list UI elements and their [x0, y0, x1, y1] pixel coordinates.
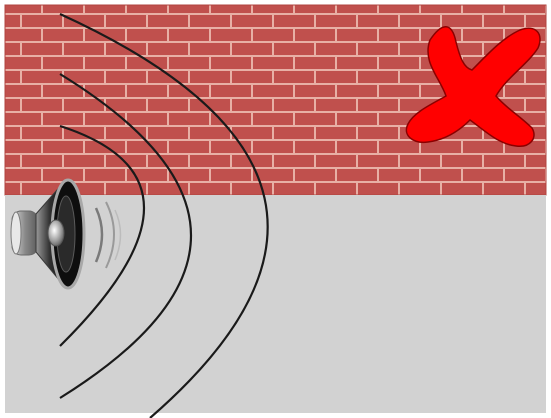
sound-blocked-illustration: [0, 0, 551, 418]
